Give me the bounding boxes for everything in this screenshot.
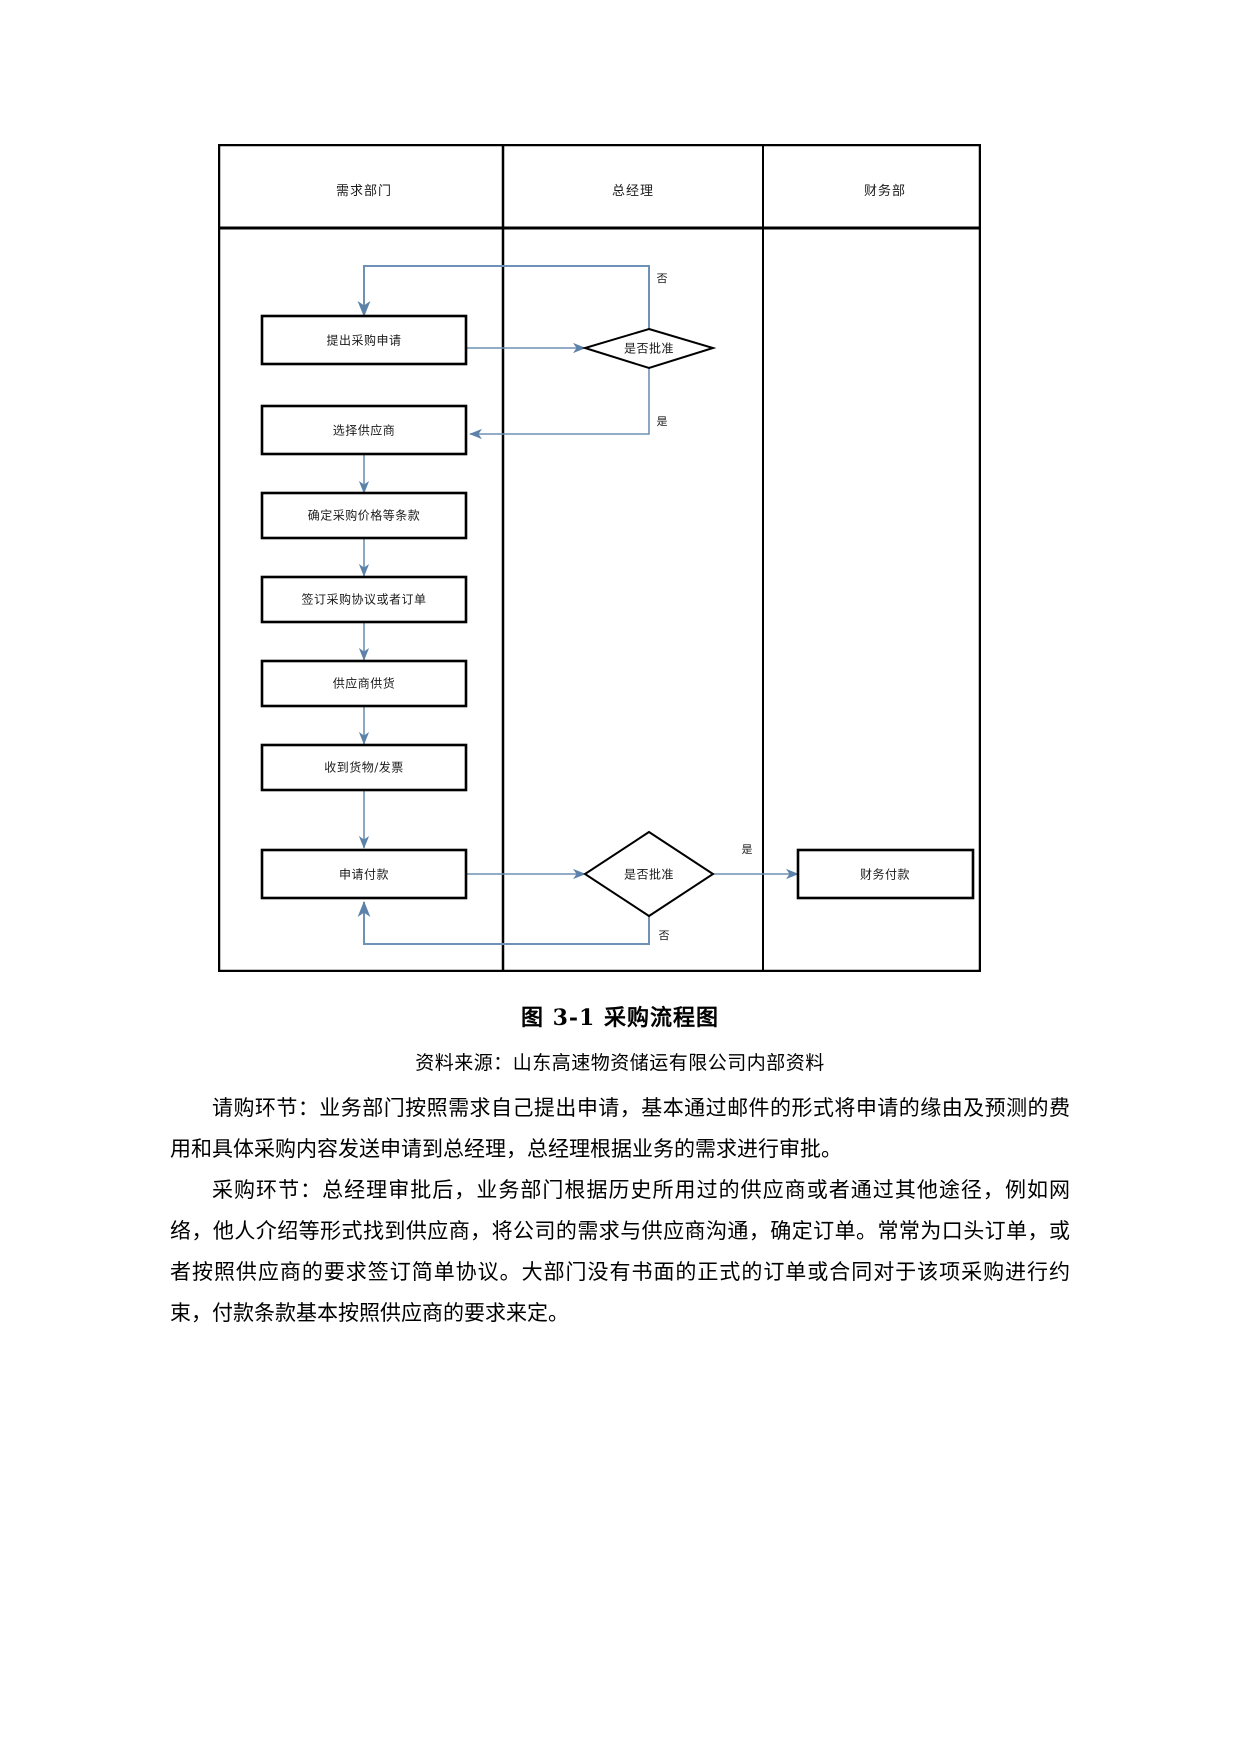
node-label-n1: 提出采购申请 bbox=[326, 333, 402, 348]
figure-caption: 图 3-1 采购流程图 bbox=[520, 1005, 720, 1031]
paragraph-2: 采购环节：总经理审批后，业务部门根据历史所用过的供应商或者通过其他途径，例如网络… bbox=[170, 1178, 1070, 1325]
node-n5 bbox=[260, 659, 468, 708]
node-n3 bbox=[260, 491, 468, 540]
node-label-d2: 是否批准 bbox=[623, 867, 675, 882]
node-label-d1: 是否批准 bbox=[623, 341, 675, 356]
node-n6 bbox=[260, 743, 468, 792]
paragraph-1: 请购环节：业务部门按照需求自己提出申请，基本通过邮件的形式将申请的缘由及预测的费… bbox=[170, 1096, 1070, 1161]
node-label-n4: 签订采购协议或者订单 bbox=[301, 592, 427, 607]
swimlane-frame bbox=[218, 144, 981, 972]
flowchart-canvas bbox=[218, 144, 981, 972]
procurement-flowchart: 需求部门 总经理 财务部 提出采购申请 选择供应商 确定采购价格等条款 签订采购… bbox=[218, 144, 981, 972]
edge-d1-yes bbox=[469, 368, 650, 440]
edge-label-d1-no: 否 bbox=[656, 272, 668, 285]
node-label-n8: 财务付款 bbox=[859, 867, 911, 882]
body-text: 请购环节：业务部门按照需求自己提出申请，基本通过邮件的形式将申请的缘由及预测的费… bbox=[170, 1088, 1070, 1334]
edge-label-d2-yes: 是 bbox=[741, 843, 753, 856]
edge-d1-no bbox=[357, 265, 650, 329]
node-n8 bbox=[796, 848, 975, 900]
node-n4 bbox=[260, 575, 468, 624]
node-label-n5: 供应商供货 bbox=[332, 676, 396, 691]
node-d1 bbox=[581, 327, 717, 370]
node-label-n3: 确定采购价格等条款 bbox=[307, 508, 421, 523]
node-n1 bbox=[260, 314, 468, 366]
lane-header-finance: 财务部 bbox=[863, 184, 906, 199]
edge-label-d2-no: 否 bbox=[658, 929, 670, 942]
node-label-n2: 选择供应商 bbox=[332, 423, 396, 438]
edge-d2-no bbox=[357, 901, 650, 945]
node-n7 bbox=[260, 848, 468, 900]
lane-header-gm: 总经理 bbox=[611, 184, 654, 199]
node-d2 bbox=[583, 830, 715, 918]
figure-source: 资料来源：山东高速物资储运有限公司内部资料 bbox=[415, 1052, 825, 1074]
node-box-group bbox=[260, 314, 975, 900]
lane-header-demand: 需求部门 bbox=[335, 184, 392, 199]
node-label-n6: 收到货物/发票 bbox=[324, 760, 404, 775]
edge-label-d1-yes: 是 bbox=[656, 415, 668, 428]
node-n2 bbox=[260, 404, 468, 456]
node-label-n7: 申请付款 bbox=[338, 867, 390, 882]
